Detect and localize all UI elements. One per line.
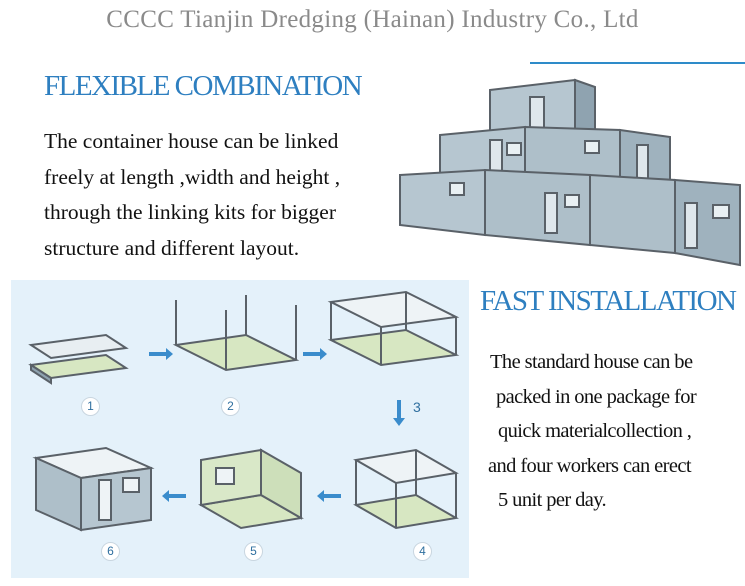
flexible-line-2: freely at length ,width and height ,: [44, 164, 341, 189]
fast-installation-heading: FAST INSTALLATION: [480, 285, 737, 317]
fast-line-1: The standard house can be: [490, 351, 693, 373]
step-6-label: 6: [101, 542, 120, 561]
flexible-line-4: structure and different layout.: [44, 235, 300, 260]
container-stack-illustration: [399, 78, 741, 267]
step-4-label: 4: [413, 542, 432, 561]
company-name: CCCC Tianjin Dredging (Hainan) Industry …: [106, 6, 639, 33]
installation-steps-drawing: [28, 290, 460, 532]
fast-line-4: and four workers can erect: [488, 454, 692, 477]
step-5-label: 5: [244, 542, 263, 561]
flexible-line-3: through the linking kits for bigger: [44, 200, 337, 224]
step-1-label: 1: [81, 397, 100, 416]
fast-line-5: 5 unit per day.: [498, 489, 607, 511]
flexible-combination-heading: FLEXIBLE COMBINATION: [44, 70, 363, 102]
installation-steps-panel: 1 2 3 4 5 6: [11, 280, 469, 578]
fast-installation-text: The standard house can be packed in one …: [488, 345, 745, 518]
flexible-combination-text: The container house can be linked freely…: [44, 124, 404, 266]
header-divider: [530, 62, 745, 64]
step-2-label: 2: [221, 397, 240, 416]
step-3-label: 3: [413, 399, 421, 415]
fast-line-2: packed in one package for: [496, 385, 697, 408]
fast-line-3: quick materialcollection ,: [498, 420, 692, 442]
flexible-line-1: The container house can be linked: [44, 129, 339, 153]
